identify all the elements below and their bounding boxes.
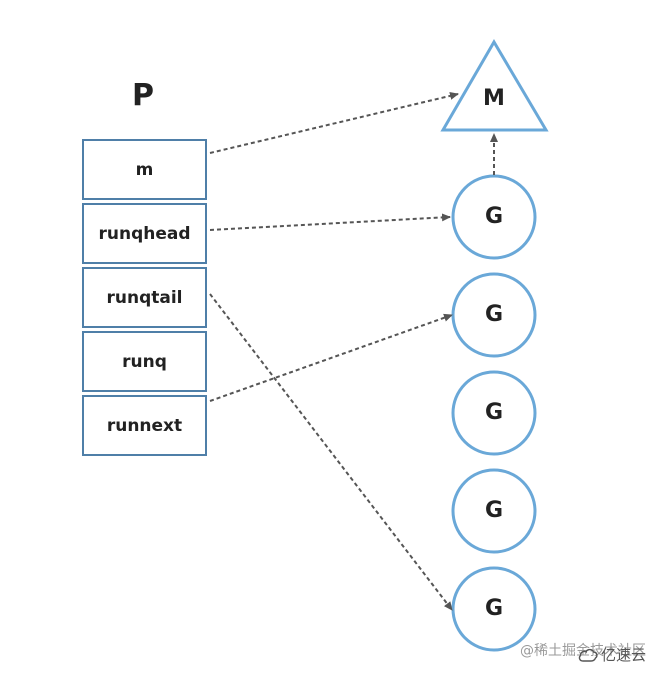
p-field-runqtail: runqtail xyxy=(82,267,207,328)
arrow-runnext-to-g2 xyxy=(209,313,453,402)
goroutine-label-2: G xyxy=(484,302,504,327)
p-title: P xyxy=(132,78,154,113)
machine-label: M xyxy=(483,86,505,111)
cloud-icon xyxy=(578,648,598,662)
goroutine-label-1: G xyxy=(484,204,504,229)
goroutine-label-5: G xyxy=(484,596,504,621)
m-triangle xyxy=(440,39,549,132)
p-field-runq: runq xyxy=(82,331,207,392)
p-field-m: m xyxy=(82,139,207,200)
goroutine-circle-3 xyxy=(451,370,537,456)
goroutine-circle-1 xyxy=(451,174,537,260)
goroutine-circle-2 xyxy=(451,272,537,358)
goroutine-circle-4 xyxy=(451,468,537,554)
goroutine-label-4: G xyxy=(484,498,504,523)
goroutine-circle-5 xyxy=(451,566,537,652)
arrow-runqtail-to-g5 xyxy=(209,293,453,611)
brand-logo: 亿速云 xyxy=(578,644,646,665)
p-field-runnext: runnext xyxy=(82,395,207,456)
arrow-m-to-machine xyxy=(209,91,459,154)
arrow-runqhead-to-g1 xyxy=(209,213,451,231)
p-field-runqhead: runqhead xyxy=(82,203,207,264)
goroutine-label-3: G xyxy=(484,400,504,425)
brand-name: 亿速云 xyxy=(601,646,647,664)
